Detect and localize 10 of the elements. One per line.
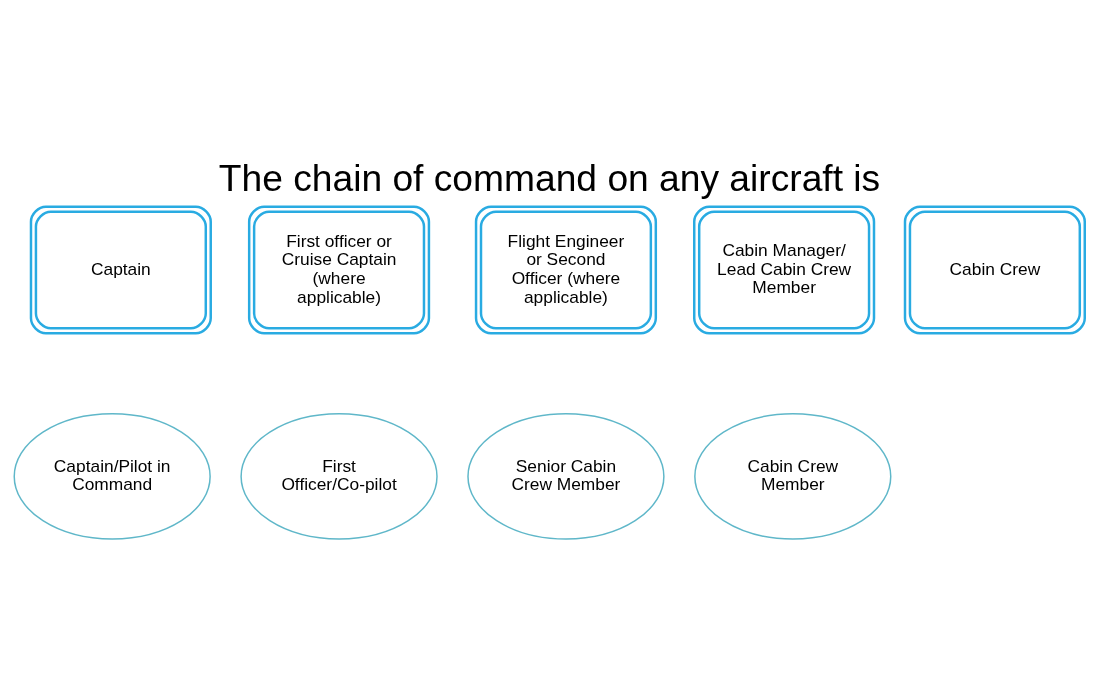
node-box: Cabin Manager/ Lead Cabin Crew Member xyxy=(693,205,876,334)
node-ellipse: Captain/Pilot in Command xyxy=(13,412,211,540)
node-box: Flight Engineer or Second Officer (where applicable) xyxy=(474,205,658,334)
node-box: First officer or Cruise Captain (where applicable) xyxy=(247,205,431,334)
node-box: Cabin Crew xyxy=(903,205,1086,334)
node-box: Captain xyxy=(29,205,212,334)
node-ellipse: First Officer/Co-pilot xyxy=(240,412,438,540)
node-ellipse: Senior Cabin Crew Member xyxy=(467,412,665,540)
node-ellipse: Cabin Crew Member xyxy=(694,412,892,540)
diagram-title: The chain of command on any aircraft is xyxy=(218,156,881,199)
